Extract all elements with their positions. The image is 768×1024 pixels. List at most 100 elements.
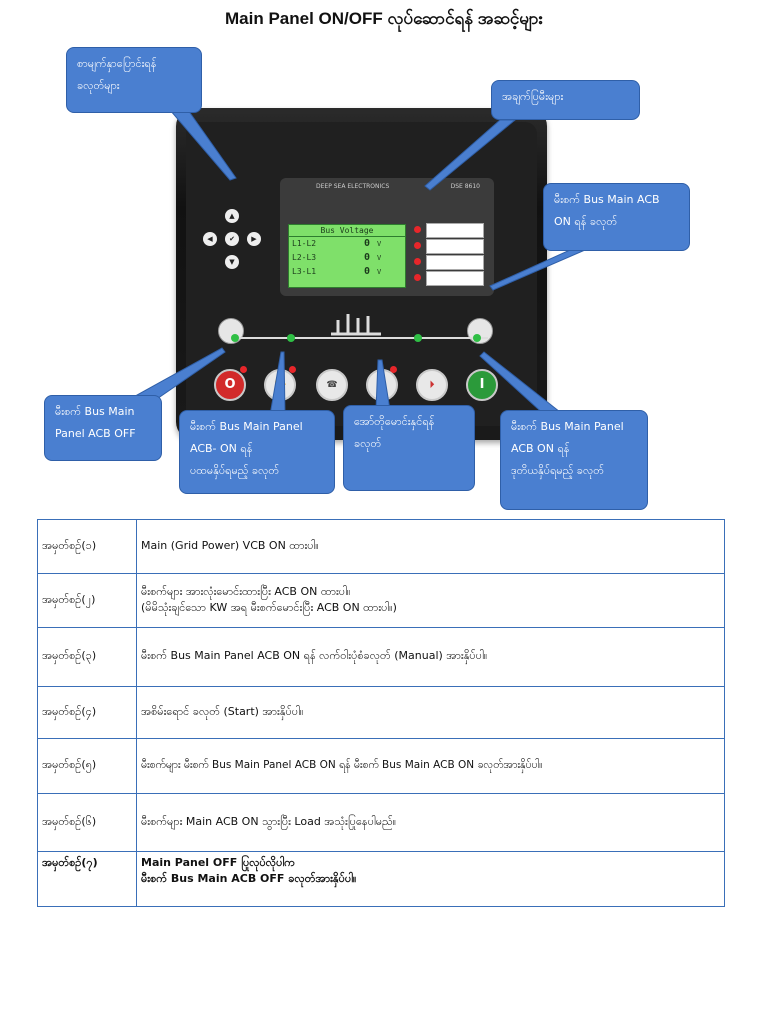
- table-row: အမှတ်စဉ်(၅) မီးစက်များ မီးစက် Bus Main P…: [37, 738, 725, 794]
- callout-line: မီးစက် Bus Main: [55, 405, 135, 418]
- step-text: မီးစက်များ မီးစက် Bus Main Panel ACB ON …: [136, 738, 725, 794]
- step-line: မီးစက်များ အားလုံးမောင်းထားပြီး ACB ON ထ…: [141, 584, 351, 598]
- lcd-row-value: 0: [364, 238, 371, 249]
- step-number: အမှတ်စဉ်(၃): [37, 627, 137, 687]
- step-text: မီးစက်များ အားလုံးမောင်းထားပြီး ACB ON ထ…: [136, 573, 725, 628]
- step-number: အမှတ်စဉ်(၁): [37, 519, 137, 574]
- breaker-status-led: [287, 334, 295, 342]
- step-text: Main (Grid Power) VCB ON ထားပါ။: [136, 519, 725, 574]
- breaker-status-led: [473, 334, 481, 342]
- callout-line: ACB- ON ရန်: [190, 442, 253, 455]
- alarm-label-box: [426, 255, 484, 270]
- step-line: မီးစက် Bus Main ACB OFF ခလုတ်အားနှိပ်ပါ။: [141, 872, 357, 885]
- step-text: Main Panel OFF ပြုလုပ်လိုပါက မီးစက် Bus …: [136, 851, 725, 907]
- lcd-row: L3-L1 0 V: [289, 265, 405, 279]
- auto-led: [390, 366, 397, 373]
- lcd-row-label: L3-L1: [292, 267, 317, 276]
- lcd-row-unit: V: [377, 268, 382, 276]
- lcd-row: L2-L3 0 V: [289, 251, 405, 265]
- callout-alarms: အချက်ပြမီးများ: [491, 80, 640, 120]
- generator-controller: ▲ ◀ ✔ ▶ ▼ DEEP SEA ELECTRONICS DSE 8610 …: [176, 108, 547, 440]
- callout-acb-on-second: မီးစက် Bus Main Panel ACB ON ရန် ဒုတိယနှ…: [500, 410, 648, 510]
- callout-line: ခလုတ်: [354, 437, 382, 450]
- step-line: Main Panel OFF ပြုလုပ်လိုပါက: [141, 856, 296, 869]
- controller-figure: ▲ ◀ ✔ ▶ ▼ DEEP SEA ELECTRONICS DSE 8610 …: [0, 40, 768, 518]
- step-line: မီးစက်များ Main ACB ON သွားပြီး Load အသု…: [141, 814, 397, 828]
- breaker-status-led: [414, 334, 422, 342]
- manual-led: [289, 366, 296, 373]
- callout-bus-main-acb-on: မီးစက် Bus Main ACB ON ရန် ခလုတ်: [543, 183, 690, 251]
- callout-line: မီးစက် Bus Main Panel: [511, 420, 624, 433]
- lcd-display: Bus Voltage L1-L2 0 V L2-L3 0 V L3-L1 0 …: [288, 224, 406, 288]
- brand-name: DEEP SEA ELECTRONICS: [316, 183, 390, 190]
- alarm-led: [414, 258, 421, 265]
- mains-icon[interactable]: [467, 318, 493, 344]
- lcd-row-unit: V: [377, 240, 382, 248]
- lcd-row: L1-L2 0 V: [289, 237, 405, 251]
- mute-button[interactable]: ⏵: [416, 369, 448, 401]
- step-line: (မိမိသုံးချင်သော KW အရ မီးစက်မောင်းပြီး …: [141, 600, 397, 614]
- alarm-label-box: [426, 223, 484, 238]
- step-number: အမှတ်စဉ်(၇): [37, 851, 137, 907]
- alarm-label-box: [426, 239, 484, 254]
- callout-line: အချက်ပြမီးများ: [502, 90, 564, 103]
- callout-line: အော်တိုမောင်းနှင်ရန်: [354, 415, 435, 428]
- callout-line: မီးစက် Bus Main ACB: [554, 193, 660, 206]
- nav-enter-button[interactable]: ✔: [225, 232, 239, 246]
- step-line: Main (Grid Power) VCB ON ထားပါ။: [141, 538, 319, 552]
- callout-acb-on-first: မီးစက် Bus Main Panel ACB- ON ရန် ပထမနှိ…: [179, 410, 335, 494]
- step-text: မီးစက် Bus Main Panel ACB ON ရန် လက်ဝါးပ…: [136, 627, 725, 687]
- stop-led: [240, 366, 247, 373]
- busbar-line: [236, 337, 488, 339]
- busbar-icon: [331, 314, 381, 336]
- callout-line: မီးစက် Bus Main Panel: [190, 420, 303, 433]
- callout-line: ပထမနှိပ်ရမည့် ခလုတ်: [190, 464, 280, 477]
- nav-left-button[interactable]: ◀: [203, 232, 217, 246]
- lcd-row-value: 0: [364, 266, 371, 277]
- callout-line: ACB ON ရန်: [511, 442, 570, 455]
- table-row: အမှတ်စဉ်(၄) အစိမ်းရောင် ခလုတ် (Start) အာ…: [37, 686, 725, 739]
- table-row: အမှတ်စဉ်(၆) မီးစက်များ Main ACB ON သွားပ…: [37, 793, 725, 852]
- step-line: အစိမ်းရောင် ခလုတ် (Start) အားနှိပ်ပါ။: [141, 704, 304, 718]
- callout-pointers: [127, 109, 586, 419]
- table-row: အမှတ်စဉ်(၃) မီးစက် Bus Main Panel ACB ON…: [37, 627, 725, 687]
- step-text: အစိမ်းရောင် ခလုတ် (Start) အားနှိပ်ပါ။: [136, 686, 725, 739]
- nav-down-button[interactable]: ▼: [225, 255, 239, 269]
- step-number: အမှတ်စဉ်(၂): [37, 573, 137, 628]
- table-row: အမှတ်စဉ်(၇) Main Panel OFF ပြုလုပ်လိုပါက…: [37, 851, 725, 907]
- callout-acb-off: မီးစက် Bus Main Panel ACB OFF: [44, 395, 162, 461]
- callout-line: စာမျက်နှာပြောင်းရန်: [77, 57, 157, 70]
- table-row: အမှတ်စဉ်(၁) Main (Grid Power) VCB ON ထား…: [37, 519, 725, 574]
- lcd-title: Bus Voltage: [289, 225, 405, 237]
- callout-menu-navigation: စာမျက်နှာပြောင်းရန် ခလုတ်များ: [66, 47, 202, 113]
- nav-right-button[interactable]: ▶: [247, 232, 261, 246]
- page-title: Main Panel ON/OFF လုပ်ဆောင်ရန် အဆင့်များ: [225, 9, 543, 28]
- step-line: မီးစက်များ မီးစက် Bus Main Panel ACB ON …: [141, 758, 543, 771]
- callout-line: ခလုတ်များ: [77, 79, 120, 92]
- step-number: အမှတ်စဉ်(၄): [37, 686, 137, 739]
- stop-button[interactable]: O: [214, 369, 246, 401]
- step-number: အမှတ်စဉ်(၆): [37, 793, 137, 852]
- lcd-row-label: L2-L3: [292, 253, 317, 262]
- callout-auto-start: အော်တိုမောင်းနှင်ရန် ခလုတ်: [343, 405, 475, 491]
- lcd-row-value: 0: [364, 252, 371, 263]
- step-line: မီးစက် Bus Main Panel ACB ON ရန် လက်ဝါးပ…: [141, 649, 488, 662]
- breaker-status-led: [231, 334, 239, 342]
- alarm-led: [414, 274, 421, 281]
- brand-bar: DEEP SEA ELECTRONICS DSE 8610: [286, 180, 486, 194]
- nav-up-button[interactable]: ▲: [225, 209, 239, 223]
- alarm-label-box: [426, 271, 484, 286]
- callout-line: ဒုတိယနှိပ်ရမည့် ခလုတ်: [511, 464, 605, 477]
- steps-table: အမှတ်စဉ်(၁) Main (Grid Power) VCB ON ထား…: [37, 519, 725, 907]
- step-text: မီးစက်များ Main ACB ON သွားပြီး Load အသု…: [136, 793, 725, 852]
- start-button[interactable]: I: [466, 369, 498, 401]
- table-row: အမှတ်စဉ်(၂) မီးစက်များ အားလုံးမောင်းထားပ…: [37, 573, 725, 628]
- callout-line: Panel ACB OFF: [55, 427, 136, 440]
- lcd-row-label: L1-L2: [292, 239, 317, 248]
- lcd-row-unit: V: [377, 254, 382, 262]
- test-button[interactable]: ☎: [316, 369, 348, 401]
- alarm-led: [414, 226, 421, 233]
- model-name: DSE 8610: [450, 183, 480, 190]
- step-number: အမှတ်စဉ်(၅): [37, 738, 137, 794]
- alarm-led: [414, 242, 421, 249]
